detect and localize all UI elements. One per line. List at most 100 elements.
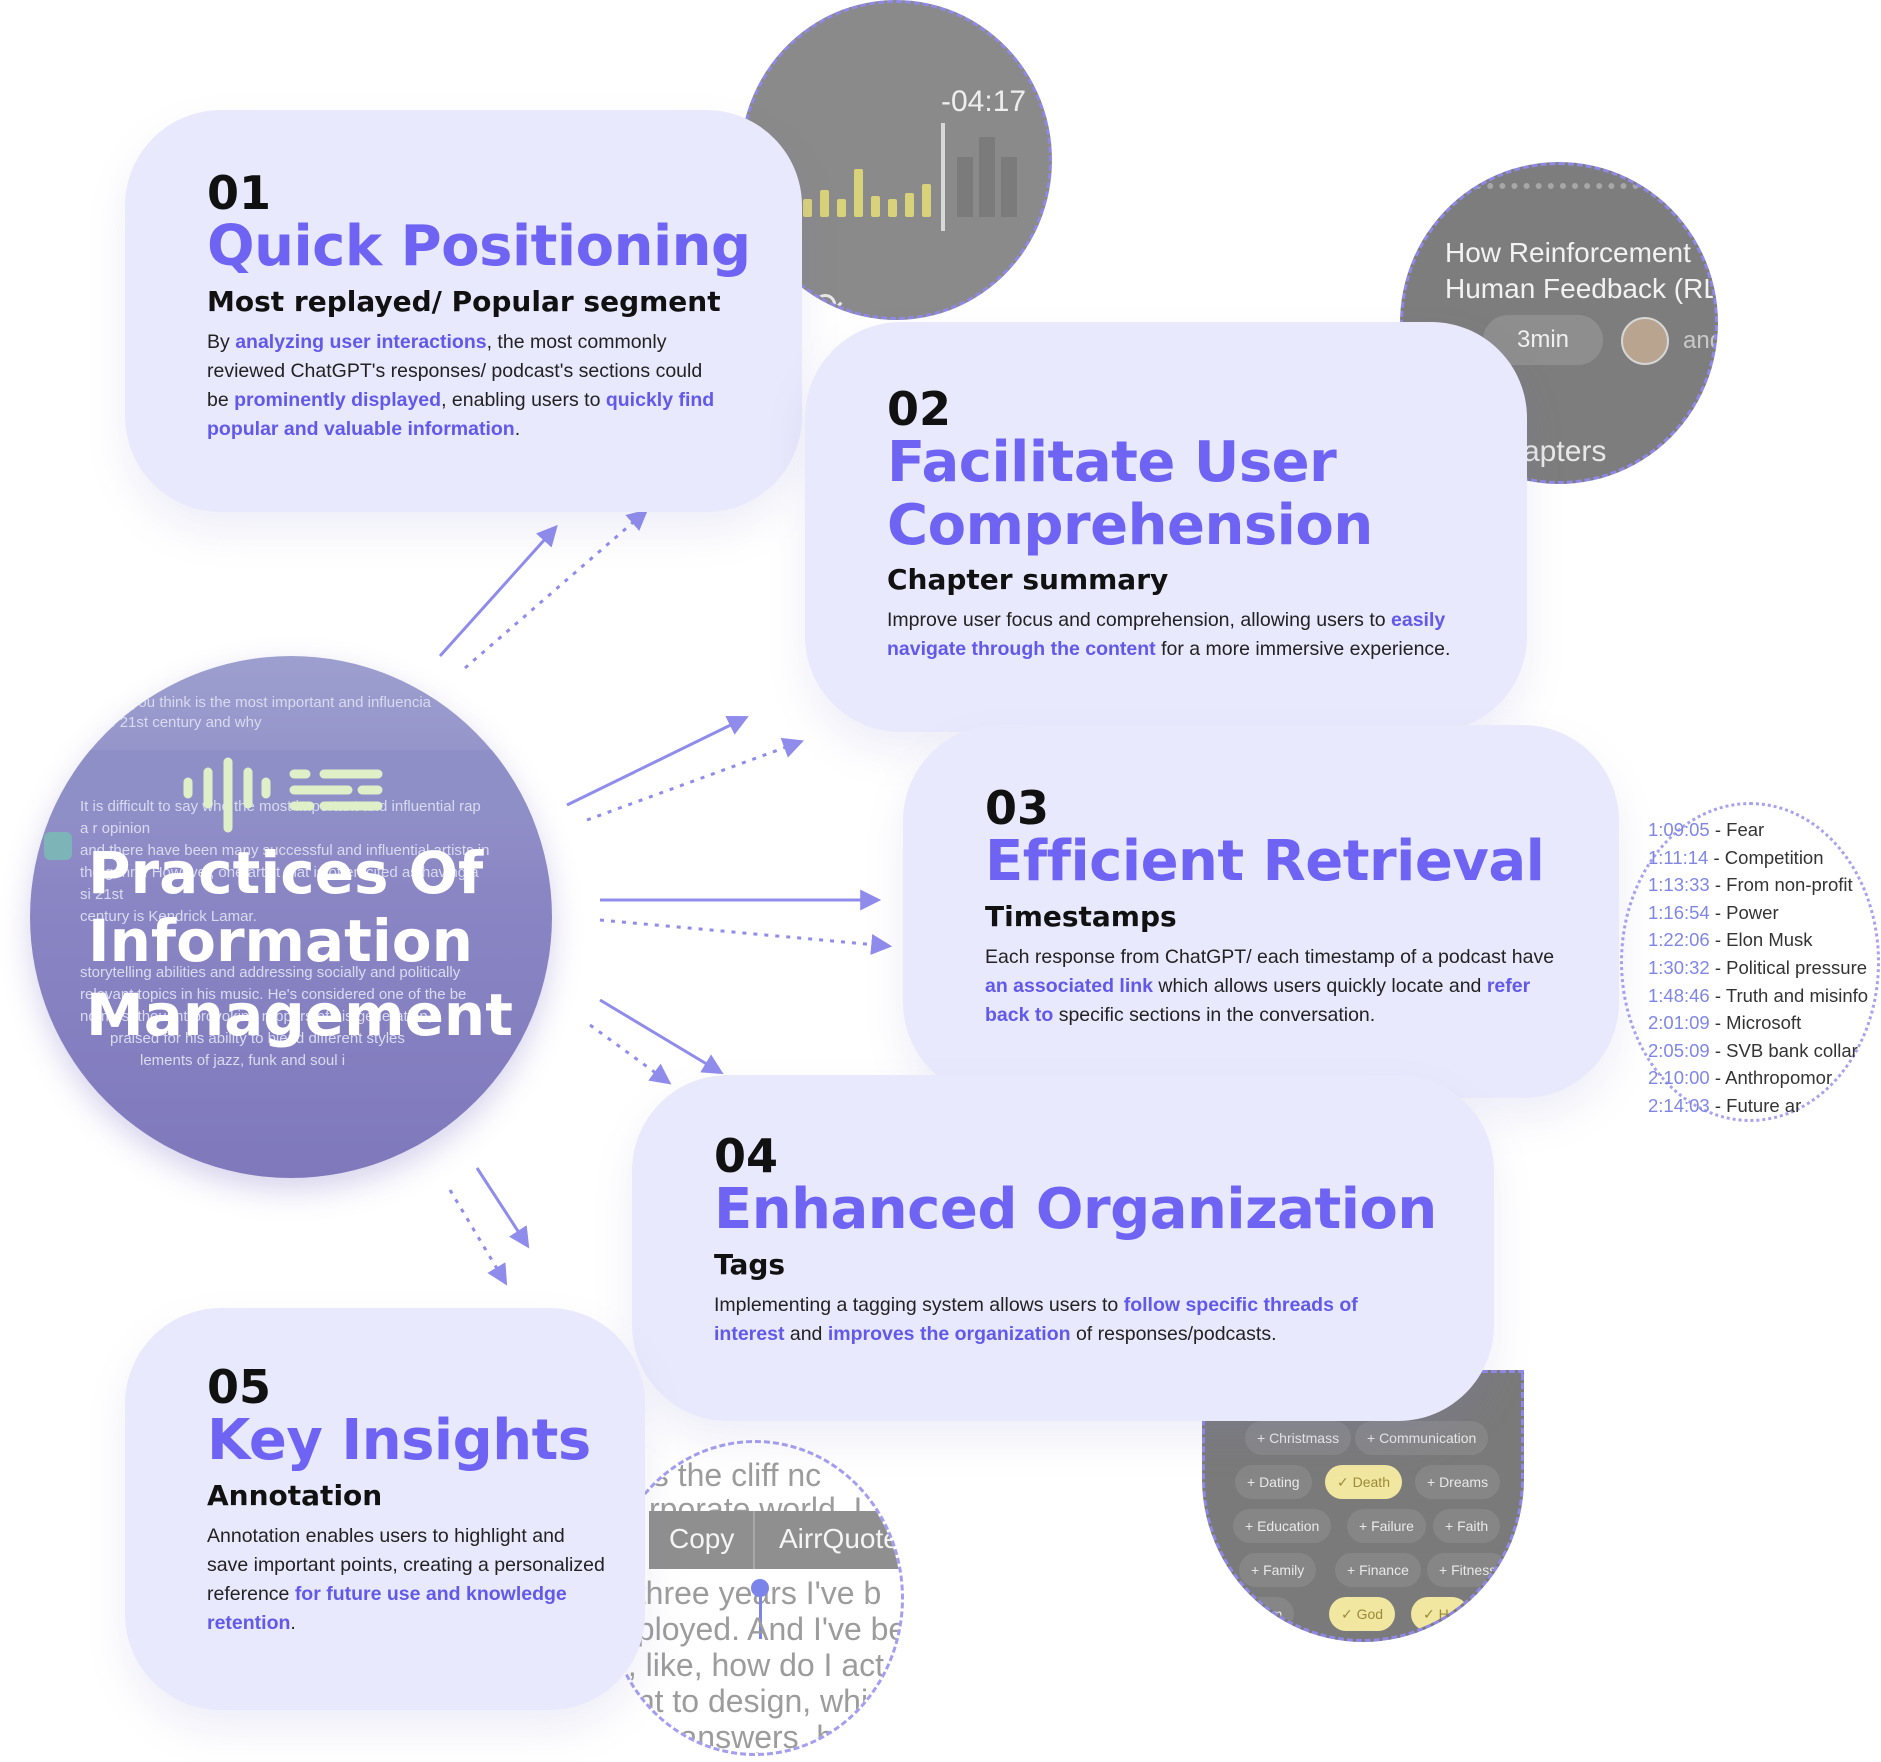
timestamp-link[interactable]: 2:05:09 [1648,1039,1710,1061]
timestamp-row[interactable]: 2:05:09 - SVB bank collar [1648,1037,1878,1065]
timestamp-row[interactable]: 1:13:33 - From non-profit [1648,871,1878,899]
arrow-to-01 [438,524,558,658]
arrow-to-03-dotted [599,918,893,955]
and-text: and [1683,327,1715,354]
hub-bg-line: si 21st [80,886,124,903]
timestamp-row[interactable]: 1:09:05 - Fear [1648,816,1878,844]
note-line: nt with [679,1747,771,1753]
timestamp-link[interactable]: 1:30:32 [1648,956,1710,978]
timestamp-row[interactable]: 1:48:46 - Truth and misinfo [1648,982,1878,1010]
highlight-text: easily navigate through the content [887,609,1446,661]
tag-chip[interactable]: + Christmass [1245,1421,1352,1455]
timestamp-link[interactable]: 2:14:03 [1648,1094,1710,1116]
waveform-bar [854,169,863,217]
progress-dots [1463,183,1663,189]
playhead [941,123,945,231]
card-title: Efficient Retrieval [985,829,1545,894]
timestamp-link[interactable]: 1:13:33 [1648,874,1710,896]
tag-chip[interactable]: + Dating [1235,1465,1312,1499]
body-text: Annotation enables users to highlight an… [207,1524,605,1605]
highlight-text: analyzing user interactions [235,330,487,353]
card-description: Improve user focus and comprehension, al… [887,606,1467,664]
hub-bg-line: nd most thought-provoking rappers of his… [80,1008,432,1025]
timestamp-row[interactable]: 1:22:06 - Elon Musk [1648,926,1878,954]
copy-menu-item[interactable]: Copy [669,1523,735,1554]
body-text: , enabling users to [441,388,606,411]
note-line: ess the cliff nc [619,1457,822,1493]
body-text: of responses/podcasts. [1070,1322,1277,1345]
feature-card-key-insights: 05 Key Insights Annotation Annotation en… [125,1308,645,1710]
body-text: specific sections in the conversation. [1053,1003,1376,1026]
tag-chip[interactable]: ✓ He [1411,1597,1469,1631]
hub-title-line1: Practices Of [88,839,484,907]
timestamp-row[interactable]: 1:11:14 - Competition [1648,844,1878,872]
waveform-bar-unplayed [979,137,995,217]
hub-bg-line: It is difficult to say who the most impo… [80,798,481,815]
timestamp-label: - Elon Musk [1709,929,1813,951]
card-subtitle: Tags [714,1247,786,1281]
timestamp-link[interactable]: 1:48:46 [1648,984,1710,1006]
timestamps-peek-outline [1620,802,1880,1122]
card-number: 02 [887,382,952,436]
arrow-to-02 [566,715,749,807]
body-text: Implementing a tagging system allows use… [714,1293,1124,1316]
arrow-to-04-dotted [589,1023,672,1085]
arrow-to-02-dotted [586,737,804,822]
episode-title: How Reinforcement Human Feedback (RL [1445,237,1718,304]
timestamp-link[interactable]: 1:11:14 [1648,846,1709,868]
arrow-to-05 [475,1167,530,1249]
timestamp-link[interactable]: 2:10:00 [1648,1067,1710,1089]
waveform-bar [871,196,880,217]
card-number: 01 [207,166,272,220]
redo-arrow-icon: ↷ [813,285,844,320]
avatar [1621,317,1669,365]
hub-bg-line: and there have been many successful and … [80,842,490,859]
hub-bg-line: the genre. However, one artist that is o… [80,864,479,881]
tag-chip[interactable]: + Finance [1335,1553,1421,1587]
card-title-line1: Facilitate User [887,430,1337,495]
timestamp-label: - Political pressure [1709,956,1868,978]
timestamp-row[interactable]: 1:16:54 - Power [1648,899,1878,927]
timestamp-link[interactable]: 1:22:06 [1648,929,1710,951]
timestamp-label: - SVB bank collar [1709,1039,1858,1061]
center-hub: do you think is the most important and i… [30,656,552,1178]
note-line: t, like, how do I act [619,1647,885,1683]
tag-chip[interactable]: + Faith [1433,1509,1501,1543]
highlight-text: for future use and knowledge retention [207,1582,567,1634]
waveform-bar-unplayed [957,157,973,217]
tag-chip[interactable]: + Fitness [1427,1553,1509,1587]
chapters-text: apters [1523,435,1607,468]
timestamp-link[interactable]: 2:01:09 [1648,1012,1710,1034]
annotation-peek: ess the cliff nc rporate world. I Copy A… [606,1440,904,1756]
waveform-bar [837,199,846,217]
timestamp-link[interactable]: 1:09:05 [1648,819,1710,840]
note-line: ant to design, whic [619,1683,885,1719]
body-text: and [784,1322,828,1345]
timestamp-link[interactable]: 1:16:54 [1648,901,1710,923]
tag-chip[interactable]: + Education [1233,1509,1332,1543]
timestamp-row[interactable]: 1:30:32 - Political pressure [1648,954,1878,982]
tag-chip[interactable]: dom [1243,1597,1295,1631]
tag-chip[interactable]: + Failure [1347,1509,1426,1543]
card-number: 03 [985,781,1050,835]
timestamp-row[interactable]: 2:01:09 - Microsoft [1648,1009,1878,1037]
highlight-text: improves the organization [827,1322,1071,1345]
airrquote-menu-item[interactable]: AirrQuote [779,1523,899,1554]
hub-bg-line: relevant topics in his music. He's consi… [80,986,467,1003]
selection-cursor [759,1583,762,1639]
timestamp-label: - Fear [1709,819,1765,840]
tag-chip[interactable]: ✓ Death [1325,1465,1402,1499]
card-subtitle: Annotation [207,1478,383,1512]
note-line: ave answers, but [619,1719,861,1755]
timestamp-row[interactable]: 2:10:00 - Anthropomor [1648,1064,1878,1092]
tag-chip[interactable]: + Communication [1355,1421,1489,1455]
timestamp-row[interactable]: 2:14:03 - Future ar [1648,1092,1878,1120]
tag-chip[interactable]: + Dreams [1415,1465,1501,1499]
tag-chip[interactable]: ✓ God [1329,1597,1396,1631]
waveform-bar [905,193,914,217]
card-description: Annotation enables users to highlight an… [207,1522,607,1638]
tag-chip[interactable]: + Family [1239,1553,1317,1587]
card-title: Enhanced Organization [714,1177,1437,1242]
waveform-bar [820,190,829,217]
